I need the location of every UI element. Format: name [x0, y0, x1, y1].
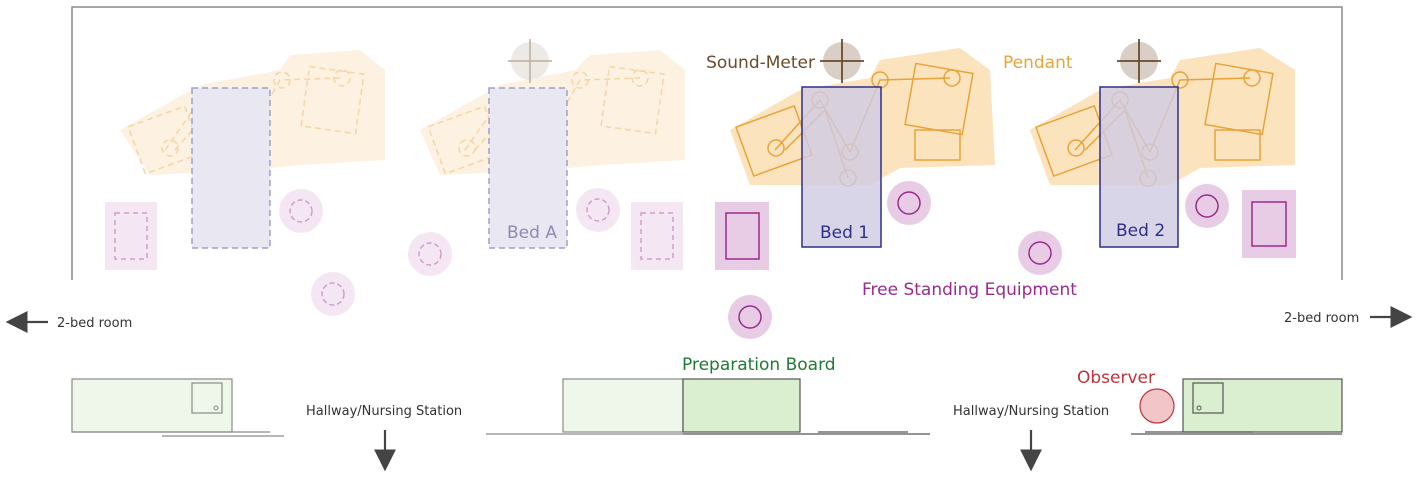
observer-icon: [1139, 388, 1175, 424]
bed-2: [1099, 86, 1179, 248]
pendant-arm-dashed: [127, 65, 665, 187]
label-free-standing-equipment: Free Standing Equipment: [862, 280, 1077, 300]
counter-right: [1182, 378, 1343, 433]
pendant-halo: [420, 50, 685, 175]
pendant-halo: [120, 50, 385, 175]
label-observer: Observer: [1077, 368, 1155, 388]
label-2-bed-room-right: 2-bed room: [1284, 311, 1359, 326]
free-standing-equipment: [715, 181, 1296, 339]
bed-a: [488, 87, 568, 249]
label-bed-1: Bed 1: [820, 223, 869, 243]
label-preparation-board: Preparation Board: [682, 355, 836, 375]
label-hallway-left: Hallway/Nursing Station: [306, 404, 462, 419]
sound-meter-icon: [820, 39, 864, 83]
label-hallway-right: Hallway/Nursing Station: [953, 404, 1109, 419]
hallway-counters: [71, 378, 1343, 437]
equipment-faded: [105, 188, 683, 316]
label-bed-2: Bed 2: [1116, 221, 1165, 241]
label-2-bed-room-left: 2-bed room: [57, 316, 132, 331]
sound-meter-faded: [508, 39, 552, 83]
label-pendant: Pendant: [1003, 53, 1073, 73]
preparation-board: [682, 378, 801, 433]
active-layout-zone: [715, 39, 1296, 339]
bed-1: [801, 86, 882, 248]
bed-faded-left: [191, 87, 271, 249]
direction-arrows: [5, 306, 1413, 472]
preparation-board-faded: [562, 378, 684, 433]
faded-layout-zone: [105, 39, 685, 316]
room-walls: [71, 6, 1343, 280]
label-sound-meter: Sound-Meter: [706, 53, 815, 73]
label-bed-a: Bed A: [507, 223, 557, 243]
sound-meter-icon: [1117, 39, 1161, 83]
counter-left: [71, 378, 233, 433]
